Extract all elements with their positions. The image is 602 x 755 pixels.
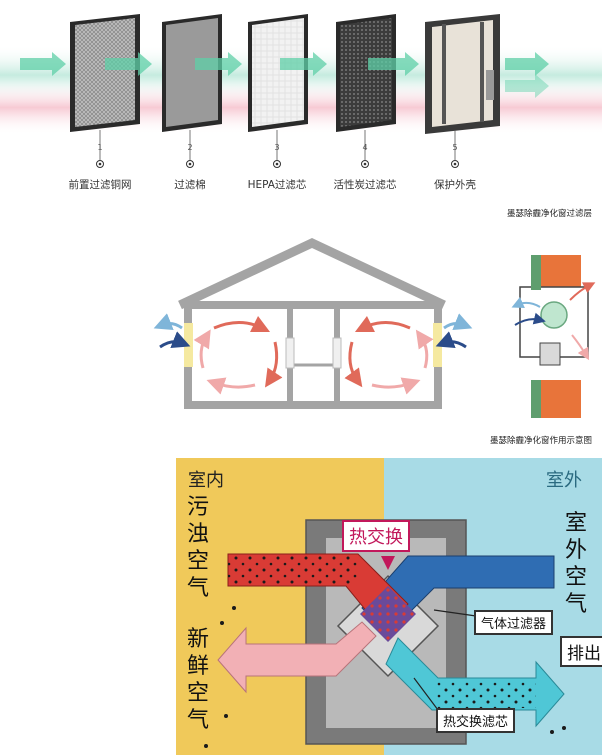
heat-exchange-section: 室内 室外 污浊空气 新鲜空气 室外空气 热交换 排出 气体过滤器 热交换滤芯: [176, 458, 602, 755]
window-device-cross-section: [511, 255, 596, 418]
fresh-air-arrow: [217, 621, 377, 694]
window-right: [433, 323, 442, 367]
filter-number-2: 2: [187, 143, 193, 152]
filter-copper-mesh: [70, 14, 140, 132]
house-diagram-section: 墨瑟除霾净化窗作用示意图: [0, 225, 602, 450]
filter-number-4: 4: [362, 143, 368, 152]
leader-lines: [99, 130, 456, 160]
outdoor-air-label: 室外空气: [564, 511, 587, 617]
fresh-air-label: 新鲜空气: [186, 627, 209, 733]
exhaust-label: 排出: [560, 636, 602, 667]
heat-exchange-core-label: 热交换滤芯: [436, 708, 516, 733]
filter-label-3: HEPA过滤芯: [247, 179, 307, 191]
filter-activated-carbon: [336, 14, 396, 132]
heat-exchange-diagram: [176, 458, 602, 755]
gas-filter-label: 气体过滤器: [474, 610, 554, 635]
house-roof: [178, 238, 446, 310]
indoor-title: 室内: [188, 470, 224, 491]
polluted-air-label: 污浊空气: [186, 495, 209, 601]
filter-protective-housing: [425, 14, 500, 134]
window-left: [184, 323, 193, 367]
outdoor-title: 室外: [546, 470, 582, 491]
filter-number-3: 3: [274, 143, 280, 152]
leader-circles: [96, 160, 459, 168]
house-diagram: [153, 238, 596, 418]
filter-number-1: 1: [97, 143, 103, 152]
filter-layers-section: 1 2 3 4 5 前置过滤铜网 过滤棉 HEPA过滤芯 活性炭过滤芯 保护外壳…: [0, 0, 602, 225]
filter-caption: 墨瑟除霾净化窗过滤层: [506, 209, 592, 219]
filter-label-1: 前置过滤铜网: [68, 179, 132, 191]
filter-cotton: [162, 14, 222, 132]
filter-layers-illustration: [0, 14, 602, 168]
house-caption: 墨瑟除霾净化窗作用示意图: [489, 436, 592, 446]
filter-label-2: 过滤棉: [174, 179, 206, 191]
filter-number-5: 5: [452, 143, 458, 152]
filter-label-4: 活性炭过滤芯: [333, 179, 397, 191]
filter-label-5: 保护外壳: [434, 179, 476, 191]
filter-hepa: [248, 14, 308, 132]
heat-exchange-label: 热交换: [342, 520, 410, 552]
house-walls: [184, 301, 442, 409]
airflow-arrows: [20, 52, 549, 98]
